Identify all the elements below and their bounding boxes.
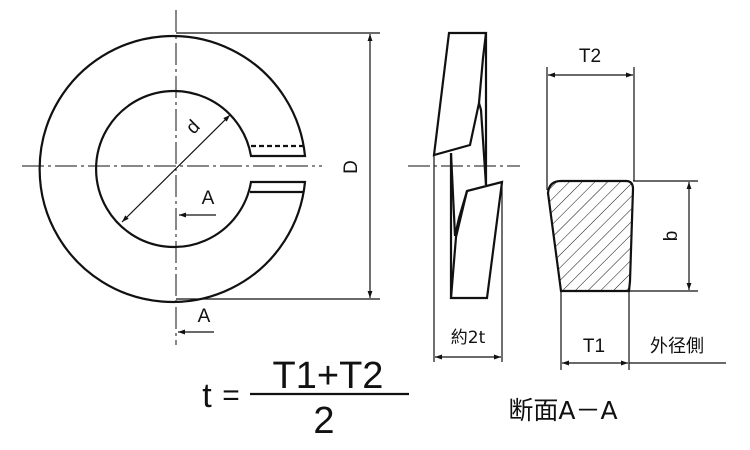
lower-coil <box>449 180 504 300</box>
section-mark-label: A <box>198 306 211 327</box>
section-title: 断面A－A <box>508 396 617 425</box>
front-view: d D A A <box>22 10 380 345</box>
section-mark-label: A <box>202 188 215 209</box>
d-label: d <box>182 116 204 138</box>
coil-edge <box>477 102 488 186</box>
side-view: 約2t <box>408 31 520 362</box>
approx-2t-label: 約2t <box>451 328 486 348</box>
formula-lhs: t <box>202 377 212 415</box>
formula-denominator: 2 <box>313 400 334 442</box>
formula-numerator: T1+T2 <box>273 355 384 397</box>
d-dimension-arrow <box>121 114 231 223</box>
b-label: b <box>661 231 682 242</box>
coil-edge <box>449 152 469 237</box>
thickness-formula: t = T1+T2 2 <box>202 355 409 442</box>
cross-section-view: T2 b T1 外径側 <box>546 46 726 370</box>
D-label: D <box>341 160 362 174</box>
formula-equals: = <box>222 379 240 412</box>
section-hatched-profile <box>546 179 635 293</box>
outer-side-label: 外径側 <box>650 336 704 357</box>
upper-coil <box>432 31 488 157</box>
washer-outline <box>38 34 307 304</box>
T2-label: T2 <box>579 46 601 67</box>
T1-label: T1 <box>583 336 605 357</box>
